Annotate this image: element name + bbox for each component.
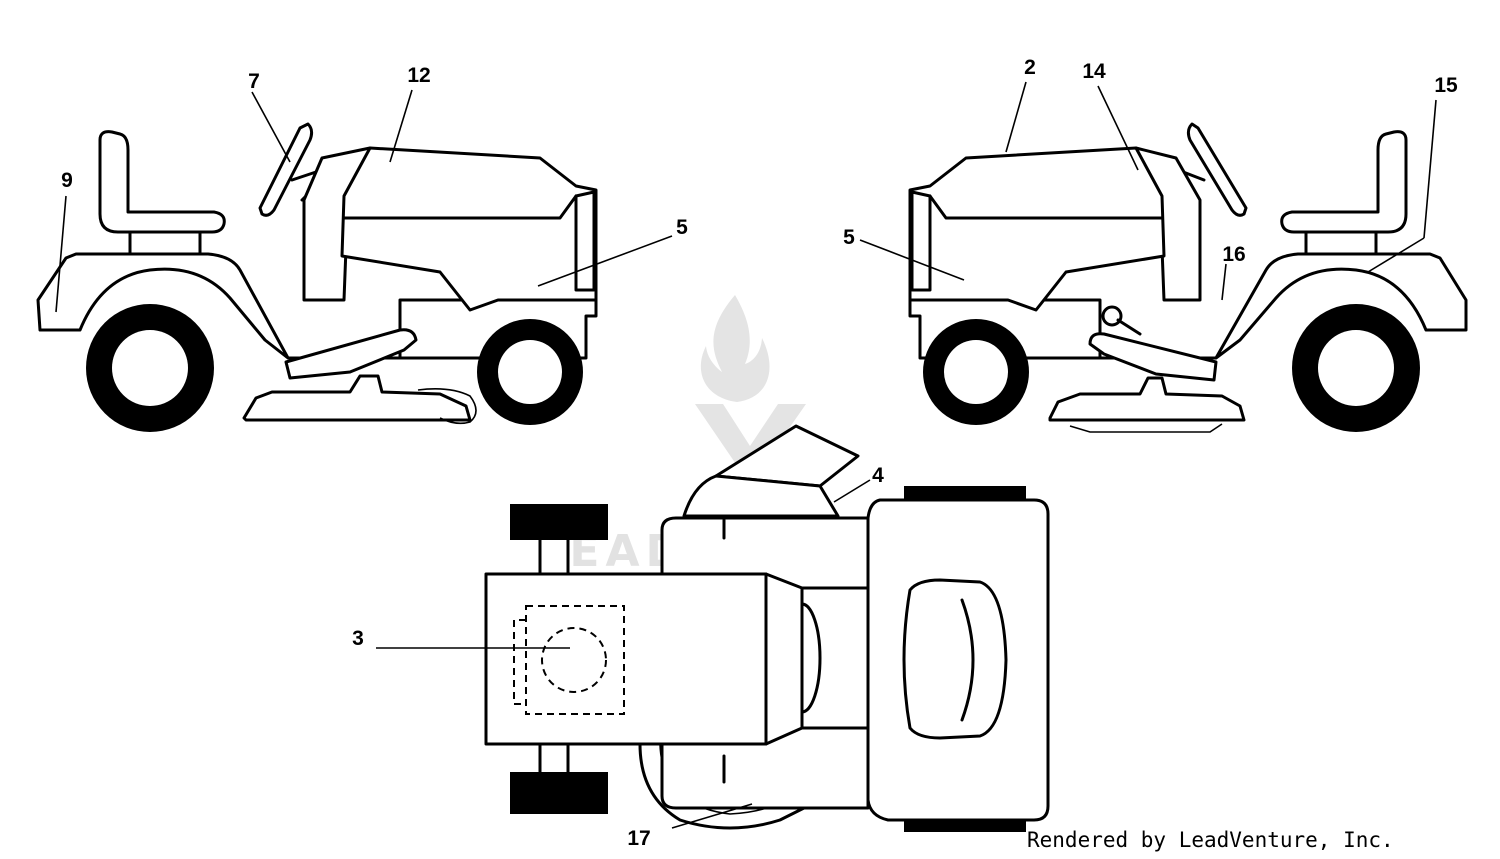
rear-hub-left	[112, 330, 188, 406]
chute-base	[682, 474, 840, 518]
callout-12: 12	[407, 64, 430, 87]
front-wheel-bottom	[510, 772, 608, 814]
right-side-view	[908, 122, 1468, 433]
mower-deck-left	[242, 374, 472, 422]
hood-crease-right	[928, 194, 1164, 220]
top-view	[484, 424, 1050, 832]
callout-2: 2	[1024, 56, 1036, 79]
steering-wheel-right	[1186, 122, 1248, 217]
hood-right	[908, 146, 1166, 312]
leader-17	[671, 803, 753, 829]
front-axle-bottom	[538, 742, 570, 778]
leader-5b	[859, 239, 965, 281]
callout-17: 17	[627, 827, 650, 850]
leader-15a	[1423, 99, 1437, 239]
leader-5a	[537, 235, 673, 287]
steering-wheel-left	[258, 122, 314, 217]
mower-deck-right	[1048, 376, 1246, 422]
hood-crease-left	[342, 194, 578, 220]
leader-lines	[55, 81, 1437, 829]
callout-9: 9	[61, 169, 73, 192]
footrest-left	[284, 328, 418, 380]
callout-16: 16	[1222, 243, 1245, 266]
leader-12	[389, 89, 413, 163]
leader-15b	[1367, 237, 1425, 273]
engine-side	[513, 619, 526, 705]
grille-left	[574, 190, 596, 292]
leader-14	[1097, 85, 1139, 171]
callouts: 7 12 9 5 2 14 15 5 16 4 3 17	[61, 56, 1458, 850]
lift-knob-right	[1101, 305, 1123, 327]
callout-5-left: 5	[676, 216, 688, 239]
leader-16	[1221, 263, 1227, 301]
hood-left	[340, 146, 598, 312]
top-hood	[484, 572, 804, 746]
callout-7: 7	[248, 70, 260, 93]
rendered-by-footer: Rendered by LeadVenture, Inc.	[1027, 828, 1394, 852]
leader-9	[55, 195, 67, 313]
top-seat-back	[960, 598, 975, 722]
seat-left	[98, 130, 226, 234]
leader-4	[833, 479, 871, 503]
top-seat	[902, 578, 1008, 740]
rear-fender-right	[908, 252, 1468, 360]
seat-base-right	[1304, 230, 1378, 258]
front-wheel-top	[510, 504, 608, 540]
seat-base-left	[128, 230, 202, 258]
callout-14: 14	[1082, 60, 1106, 83]
seat-right	[1280, 130, 1408, 234]
engine-outline	[525, 605, 625, 715]
deck-cable-left	[417, 388, 477, 425]
engine-flywheel	[541, 627, 607, 693]
deck-cable-right	[1069, 423, 1223, 433]
rear-fender-left	[36, 252, 598, 360]
callout-5-right: 5	[843, 226, 855, 249]
left-side-view	[36, 122, 598, 432]
callout-4: 4	[872, 464, 884, 487]
flame-logo-icon	[700, 295, 770, 402]
v-logo-icon	[695, 404, 806, 470]
callout-15: 15	[1434, 74, 1458, 97]
leader-7	[251, 91, 291, 163]
front-hub-right	[944, 340, 1008, 404]
leader-2	[1005, 81, 1027, 153]
grille-right	[910, 190, 932, 292]
front-hub-left	[498, 340, 562, 404]
callout-3: 3	[352, 627, 364, 650]
rear-hub-right	[1318, 330, 1394, 406]
lift-lever-right	[1116, 318, 1142, 336]
footrest-right	[1088, 332, 1218, 382]
